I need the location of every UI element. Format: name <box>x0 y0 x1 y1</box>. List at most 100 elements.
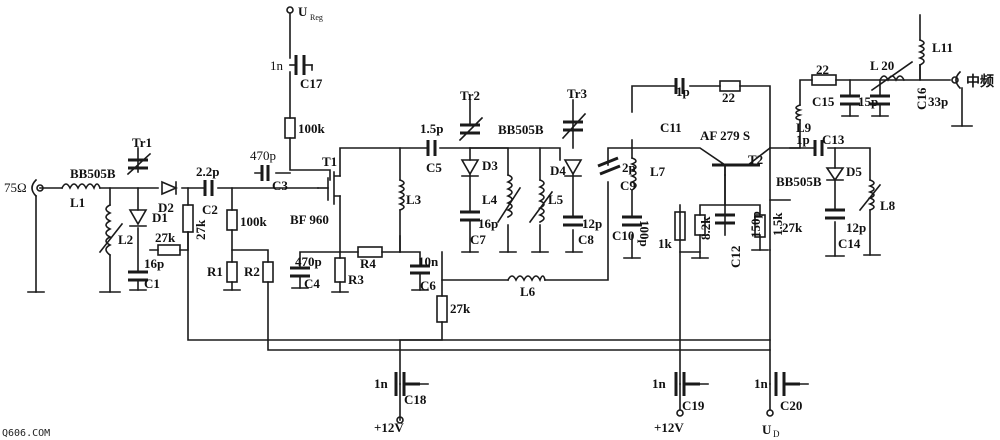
label-c18-val: 1n <box>374 376 389 391</box>
transistor-t2-af279s <box>712 163 760 176</box>
resistor-r3 <box>334 257 346 283</box>
resistor-27k-b <box>182 204 194 233</box>
inductor-l7 <box>629 156 637 192</box>
label-c6-val: 10n <box>418 254 439 269</box>
label-r1: R1 <box>207 264 223 279</box>
inductor-l20 <box>870 60 914 92</box>
capacitor-c1 <box>128 270 148 282</box>
label-l2: L2 <box>118 232 133 247</box>
resistor-r4 <box>357 246 383 258</box>
capacitor-c6 <box>410 264 430 275</box>
label-c13: C13 <box>822 132 845 147</box>
label-tr2: Tr2 <box>460 88 480 103</box>
capacitor-c16 <box>870 94 890 106</box>
label-c14: C14 <box>838 236 861 251</box>
label-c3: C3 <box>272 178 288 193</box>
input-connector <box>31 178 44 293</box>
terminal-ud <box>766 409 774 417</box>
capacitor-c17 <box>294 55 313 75</box>
label-c4-val: 470p <box>295 254 322 269</box>
label-c19: C19 <box>682 398 705 413</box>
label-c20: C20 <box>780 398 802 413</box>
label-d2: D2 <box>158 200 174 215</box>
label-c16-val: 33p <box>928 94 948 109</box>
label-l4: L4 <box>482 192 498 207</box>
label-r3: R3 <box>348 272 364 287</box>
label-tr3: Tr3 <box>567 86 587 101</box>
label-af279s: AF 279 S <box>700 128 750 143</box>
diode-d5 <box>825 167 845 182</box>
capacitor-c12 <box>715 213 735 225</box>
label-ureg-sub: Reg <box>310 13 323 22</box>
terminal-ureg <box>286 6 294 14</box>
inductor-l11 <box>917 38 925 67</box>
label-c2: C2 <box>202 202 218 217</box>
capacitor-c3 <box>260 165 270 181</box>
resistor-r2 <box>262 261 274 283</box>
resistor-1k <box>674 211 686 241</box>
label-12v-right: +12V <box>654 420 684 435</box>
label-c5: C5 <box>426 160 442 175</box>
trimmer-tr2 <box>458 99 484 142</box>
resistor-100k-top <box>284 117 296 139</box>
label-l6: L6 <box>520 284 536 299</box>
label-c13-val: 1p <box>796 132 810 147</box>
label-c9-val: 2p <box>622 160 636 175</box>
capacitor-c13 <box>813 140 824 156</box>
label-d3: D3 <box>482 158 498 173</box>
capacitor-c15 <box>840 94 860 106</box>
label-l7: L7 <box>650 164 666 179</box>
label-c16: C16 <box>914 87 929 110</box>
terminal-12v-right <box>676 409 684 417</box>
label-c10-val: 100p <box>637 220 652 247</box>
inductor-l6 <box>506 275 546 282</box>
terminal-12v-left <box>396 416 404 424</box>
label-r4: R4 <box>360 256 376 271</box>
label-c15: C15 <box>812 94 835 109</box>
resistor-27k-c <box>436 295 448 323</box>
label-c14-val: 12p <box>846 220 866 235</box>
capacitor-c14 <box>825 208 845 220</box>
label-l11: L11 <box>932 40 953 55</box>
label-c8: C8 <box>578 232 594 247</box>
label-c7: C7 <box>470 232 486 247</box>
transistor-t1-bf960 <box>327 171 341 205</box>
resistor-1-5k <box>754 214 766 238</box>
label-12v-left: +12V <box>374 420 404 435</box>
label-1-5k: 1.5k <box>770 212 785 236</box>
label-bb505b-2: BB505B <box>498 122 544 137</box>
label-27k-a: 27k <box>155 230 176 245</box>
label-bb505b-1: BB505B <box>70 166 116 181</box>
label-bf960: BF 960 <box>290 212 329 227</box>
label-ud-sub: D <box>773 429 780 439</box>
inductor-l8 <box>858 178 882 212</box>
label-c1-val: 16p <box>144 256 164 271</box>
label-ureg: U <box>298 4 308 19</box>
trimmer-tr3 <box>561 112 587 140</box>
watermark: Q606.COM <box>2 428 50 439</box>
label-d4: D4 <box>550 163 566 178</box>
capacitor-c4 <box>290 266 310 278</box>
label-c18: C18 <box>404 392 427 407</box>
capacitor-c2 <box>203 180 214 196</box>
label-l3: L3 <box>406 192 422 207</box>
resistor-22-top <box>811 74 837 86</box>
label-c17-val: 1n <box>270 58 284 73</box>
label-27k-d: 27k <box>782 220 803 235</box>
label-c7-val: 16p <box>478 216 498 231</box>
label-c20-val: 1n <box>754 376 769 391</box>
label-c12-val: 150p <box>748 211 763 238</box>
label-t1: T1 <box>322 154 337 169</box>
label-27k-c: 27k <box>450 301 471 316</box>
label-ud: U <box>762 422 772 437</box>
label-bb505b-3: BB505B <box>776 174 822 189</box>
resistor-22-mid <box>719 80 741 92</box>
label-100k-mid: 100k <box>240 214 268 229</box>
output-connector <box>951 70 963 127</box>
label-22-mid: 22 <box>722 90 735 105</box>
label-c15-val: 15p <box>858 94 878 109</box>
diode-d1 <box>128 209 148 227</box>
label-22-top: 22 <box>816 62 829 77</box>
diode-d3 <box>460 159 480 177</box>
